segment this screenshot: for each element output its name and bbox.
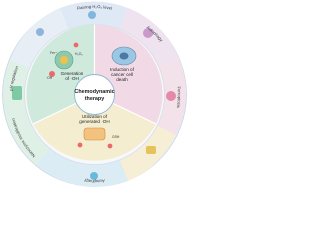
oh-bubble-3 [77, 142, 83, 148]
h2o2-label: H₂O₂ [75, 52, 83, 56]
quadrant-bottom-line2: generated ·OH [79, 119, 109, 124]
quadrant-top-right-line3: death [116, 77, 128, 82]
center-circle [74, 74, 115, 115]
nanoparticle-core [60, 56, 68, 64]
quadrant-top-right-line1: Induction of [110, 67, 134, 72]
outer-illustration-right [166, 91, 176, 101]
outer-illustration-left [12, 86, 22, 100]
outer-label-bottom: Autophagy [83, 178, 105, 184]
oh-bubble-4 [107, 143, 113, 149]
quadrant-top-left-line1: Generation [61, 71, 84, 76]
quadrant-top-right-line2: cancer cell [111, 72, 133, 77]
oh-bubble-2 [73, 42, 79, 48]
outer-illustration-bottom [90, 172, 98, 180]
inner-quadrant-bottom [33, 94, 156, 161]
quadrant-top-left-line2: of ·OH [65, 76, 79, 81]
center-title-line1: Chemodynamic [74, 89, 114, 95]
oh-bubble-1 [49, 71, 55, 77]
center-title-line2: therapy [85, 96, 104, 102]
fenton-label: Fe²⁺ [50, 51, 57, 55]
gsh-label: GSH [112, 135, 120, 139]
outer-label-right: Ferroptosis [176, 86, 182, 108]
outer-label-left: pH regulation [8, 65, 19, 91]
cancer-cell-nucleus [119, 52, 129, 60]
oh-label: ·OH [46, 76, 53, 80]
quadrant-bottom-line1: Utilization of [82, 114, 108, 119]
outer-illustration-top-right [143, 28, 153, 38]
outer-illustration-top [88, 11, 96, 19]
outer-illustration-bottom-right [146, 146, 156, 154]
chemodynamic-therapy-diagram: Chemodynamic therapy Generation of ·OH I… [2, 1, 187, 187]
outer-illustration-top-left [36, 28, 44, 36]
utilization-illustration [83, 127, 106, 141]
outer-label-top: Raising H₂O₂ level [77, 4, 113, 11]
